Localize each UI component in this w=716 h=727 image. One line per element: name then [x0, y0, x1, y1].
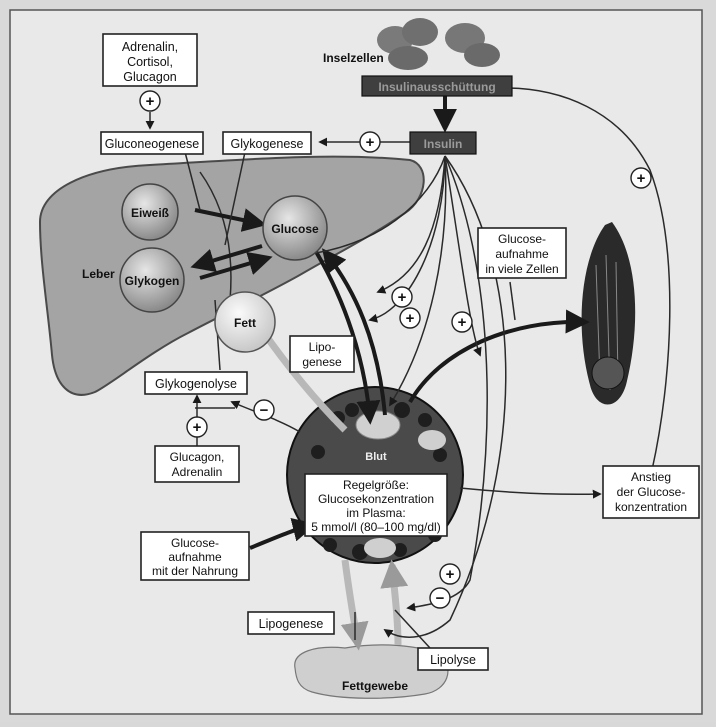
- regulators-top-line-3: Glucagon: [123, 70, 177, 84]
- glucose-label: Glucose: [271, 222, 319, 236]
- insulin-label: Insulin: [424, 137, 463, 151]
- glykogen-label: Glykogen: [125, 274, 180, 288]
- regelgroesse-line-2: Glucosekonzentration: [318, 492, 434, 506]
- nahrung-line-2: aufnahme: [168, 550, 222, 564]
- anstieg-line-3: konzentration: [615, 500, 687, 514]
- plus-sign-label: +: [446, 566, 455, 583]
- plus-sign-label: +: [366, 134, 375, 151]
- plus-sign-label: +: [458, 314, 467, 331]
- fettgewebe-label: Fettgewebe: [342, 679, 408, 693]
- plus-sign-label: +: [146, 93, 155, 110]
- insulinausschuettung-label: Insulinausschüttung: [378, 80, 495, 94]
- regulators-top-line-1: Adrenalin,: [122, 40, 178, 54]
- minus-sign-label: −: [260, 402, 269, 419]
- regulators-bottom-line-2: Adrenalin: [172, 465, 223, 479]
- anstieg-line-2: der Glucose-: [617, 485, 686, 499]
- lipogenese-label: Lipogenese: [259, 617, 324, 631]
- lipogenese-liver-line-2: genese: [302, 355, 342, 369]
- regelgroesse-line-3: im Plasma:: [346, 506, 405, 520]
- glykogenolyse-label: Glykogenolyse: [155, 377, 237, 391]
- plus-sign-label: +: [637, 170, 646, 187]
- lipolyse-label: Lipolyse: [430, 653, 476, 667]
- regelgroesse-line-4: 5 mmol/l (80–100 mg/dl): [311, 520, 440, 534]
- glykogenese-label: Glykogenese: [231, 137, 304, 151]
- regulators-top-line-2: Cortisol,: [127, 55, 173, 69]
- gluconeogenese-label: Gluconeogenese: [105, 137, 200, 151]
- plus-sign-label: +: [398, 289, 407, 306]
- anstieg-line-1: Anstieg: [631, 470, 671, 484]
- blut-label: Blut: [365, 451, 387, 463]
- glucose-uptake-cells-line-1: Glucose-: [498, 232, 546, 246]
- glucose-uptake-cells-line-3: in viele Zellen: [485, 262, 558, 276]
- minus-sign-label: −: [436, 590, 445, 607]
- fett-label: Fett: [234, 316, 256, 330]
- lipogenese-liver-line-1: Lipo-: [309, 340, 336, 354]
- inselzellen-label: Inselzellen: [323, 51, 384, 65]
- regulators-bottom-line-1: Glucagon,: [170, 450, 225, 464]
- leber-label: Leber: [82, 267, 115, 281]
- nahrung-line-3: mit der Nahrung: [152, 564, 238, 578]
- nahrung-line-1: Glucose-: [171, 536, 219, 550]
- plus-sign-label: +: [193, 419, 202, 436]
- eiweiss-label: Eiweiß: [131, 206, 169, 220]
- regelgroesse-line-1: Regelgröße:: [343, 478, 409, 492]
- plus-sign-label: +: [406, 310, 415, 327]
- glucose-uptake-cells-line-2: aufnahme: [495, 247, 549, 261]
